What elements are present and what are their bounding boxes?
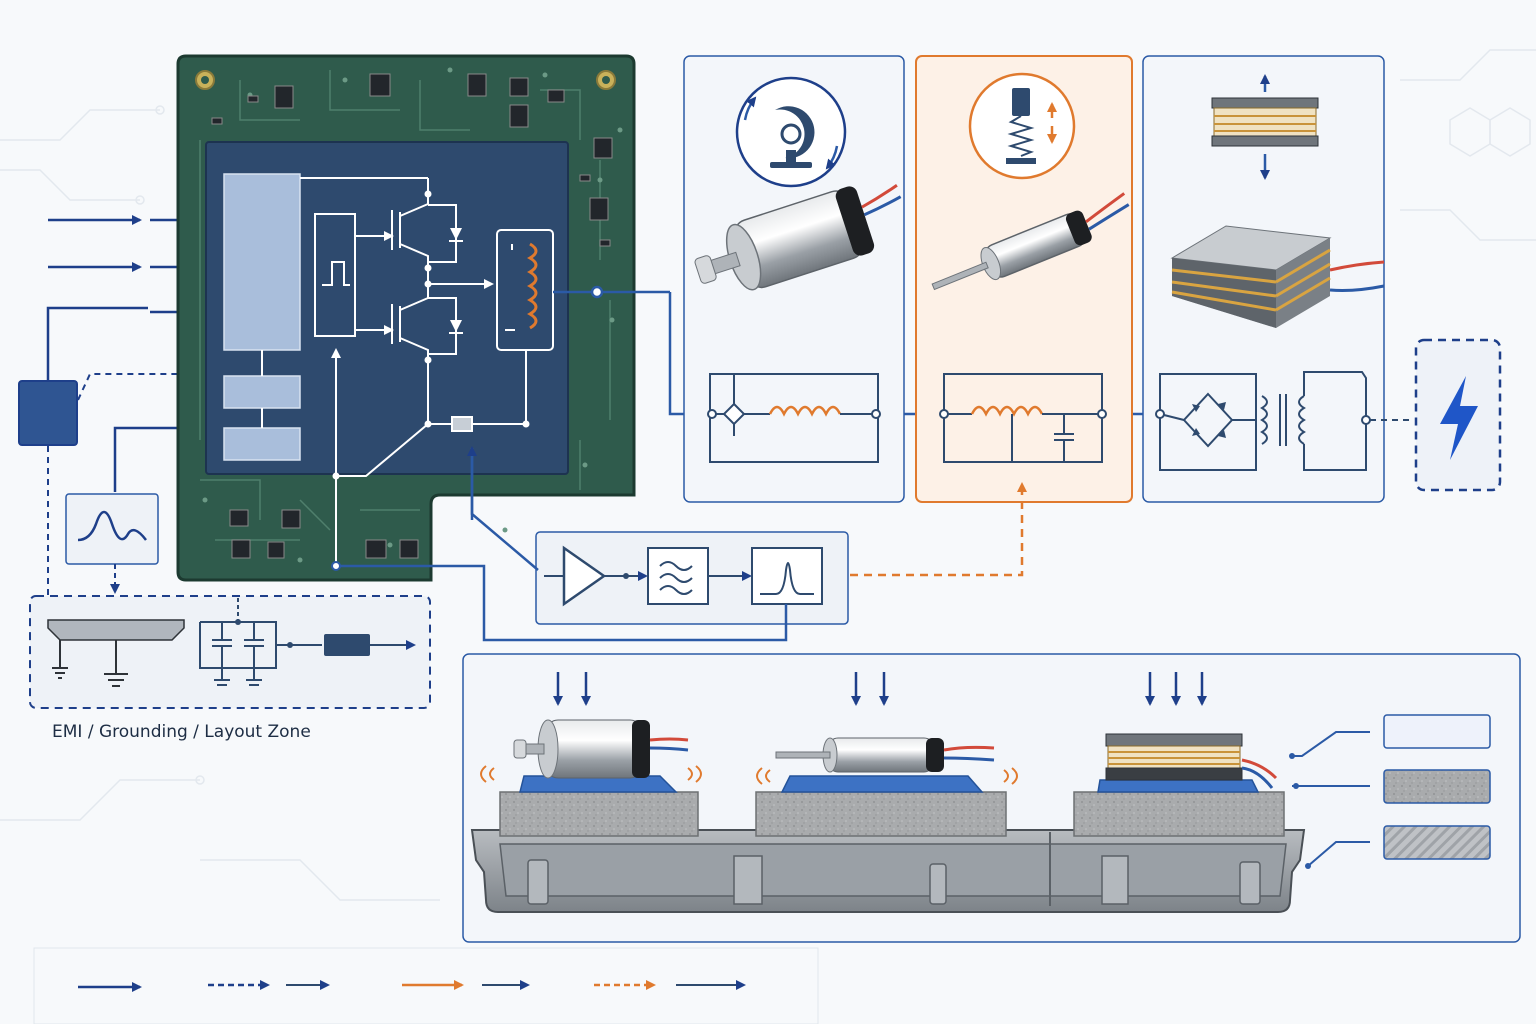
vibration-wave-icon (480, 765, 1018, 785)
mechanical-integration-panel (462, 653, 1521, 943)
lightning-bolt-icon (1440, 376, 1478, 460)
erm-actuator-panel (683, 55, 905, 503)
driver-chip (205, 141, 569, 566)
material-legend-leaders (1292, 731, 1370, 867)
legend (33, 947, 819, 1024)
cylindrical-motor (513, 719, 689, 779)
bridge-rectifier-icon (1182, 392, 1234, 448)
slim-motor (775, 737, 995, 773)
cylindrical-motor (694, 184, 902, 291)
material-swatch (1383, 769, 1491, 804)
damper-pad (519, 775, 1260, 793)
sensing-signal-chain (331, 446, 849, 642)
ground-symbol-icon (52, 640, 128, 687)
peak-detector-icon (751, 547, 823, 605)
foam-pad (499, 791, 1285, 837)
material-swatch (1383, 825, 1491, 860)
capacitor-icon (199, 598, 277, 686)
transformer-icon (1260, 371, 1367, 471)
piezo-actuator-panel (1142, 55, 1385, 503)
sense-resistor (451, 416, 473, 432)
logic-block (223, 173, 301, 351)
feedback-dashed-arrow (850, 482, 1027, 577)
smd-components (211, 73, 613, 559)
piezo-actuator (1170, 225, 1385, 328)
memory-block (223, 375, 301, 409)
sine-wave-icon (77, 510, 147, 542)
emi-zone-label: EMI / Grounding / Layout Zone (52, 722, 311, 742)
piezo-stack-icon (1211, 74, 1319, 180)
memory-block (223, 427, 301, 461)
coil-box (496, 229, 554, 351)
coil-icon (527, 242, 538, 330)
ferrite-bead-icon (324, 634, 370, 656)
controller-block (18, 380, 78, 446)
background-circuit-traces (0, 49, 1536, 901)
emi-grounding-zone (29, 595, 431, 709)
capacitor-icon (1054, 414, 1074, 462)
shield-plate (47, 619, 185, 641)
sine-wave-source (65, 493, 159, 565)
flyback-diode-icon (449, 228, 463, 334)
pwm-block (314, 213, 356, 337)
filter-icon (647, 547, 709, 605)
force-arrow-icon (553, 672, 1207, 706)
piezo-actuator (1105, 733, 1278, 789)
material-swatch (1383, 714, 1491, 749)
slim-motor (931, 192, 1130, 291)
lra-actuator-panel (915, 55, 1133, 503)
